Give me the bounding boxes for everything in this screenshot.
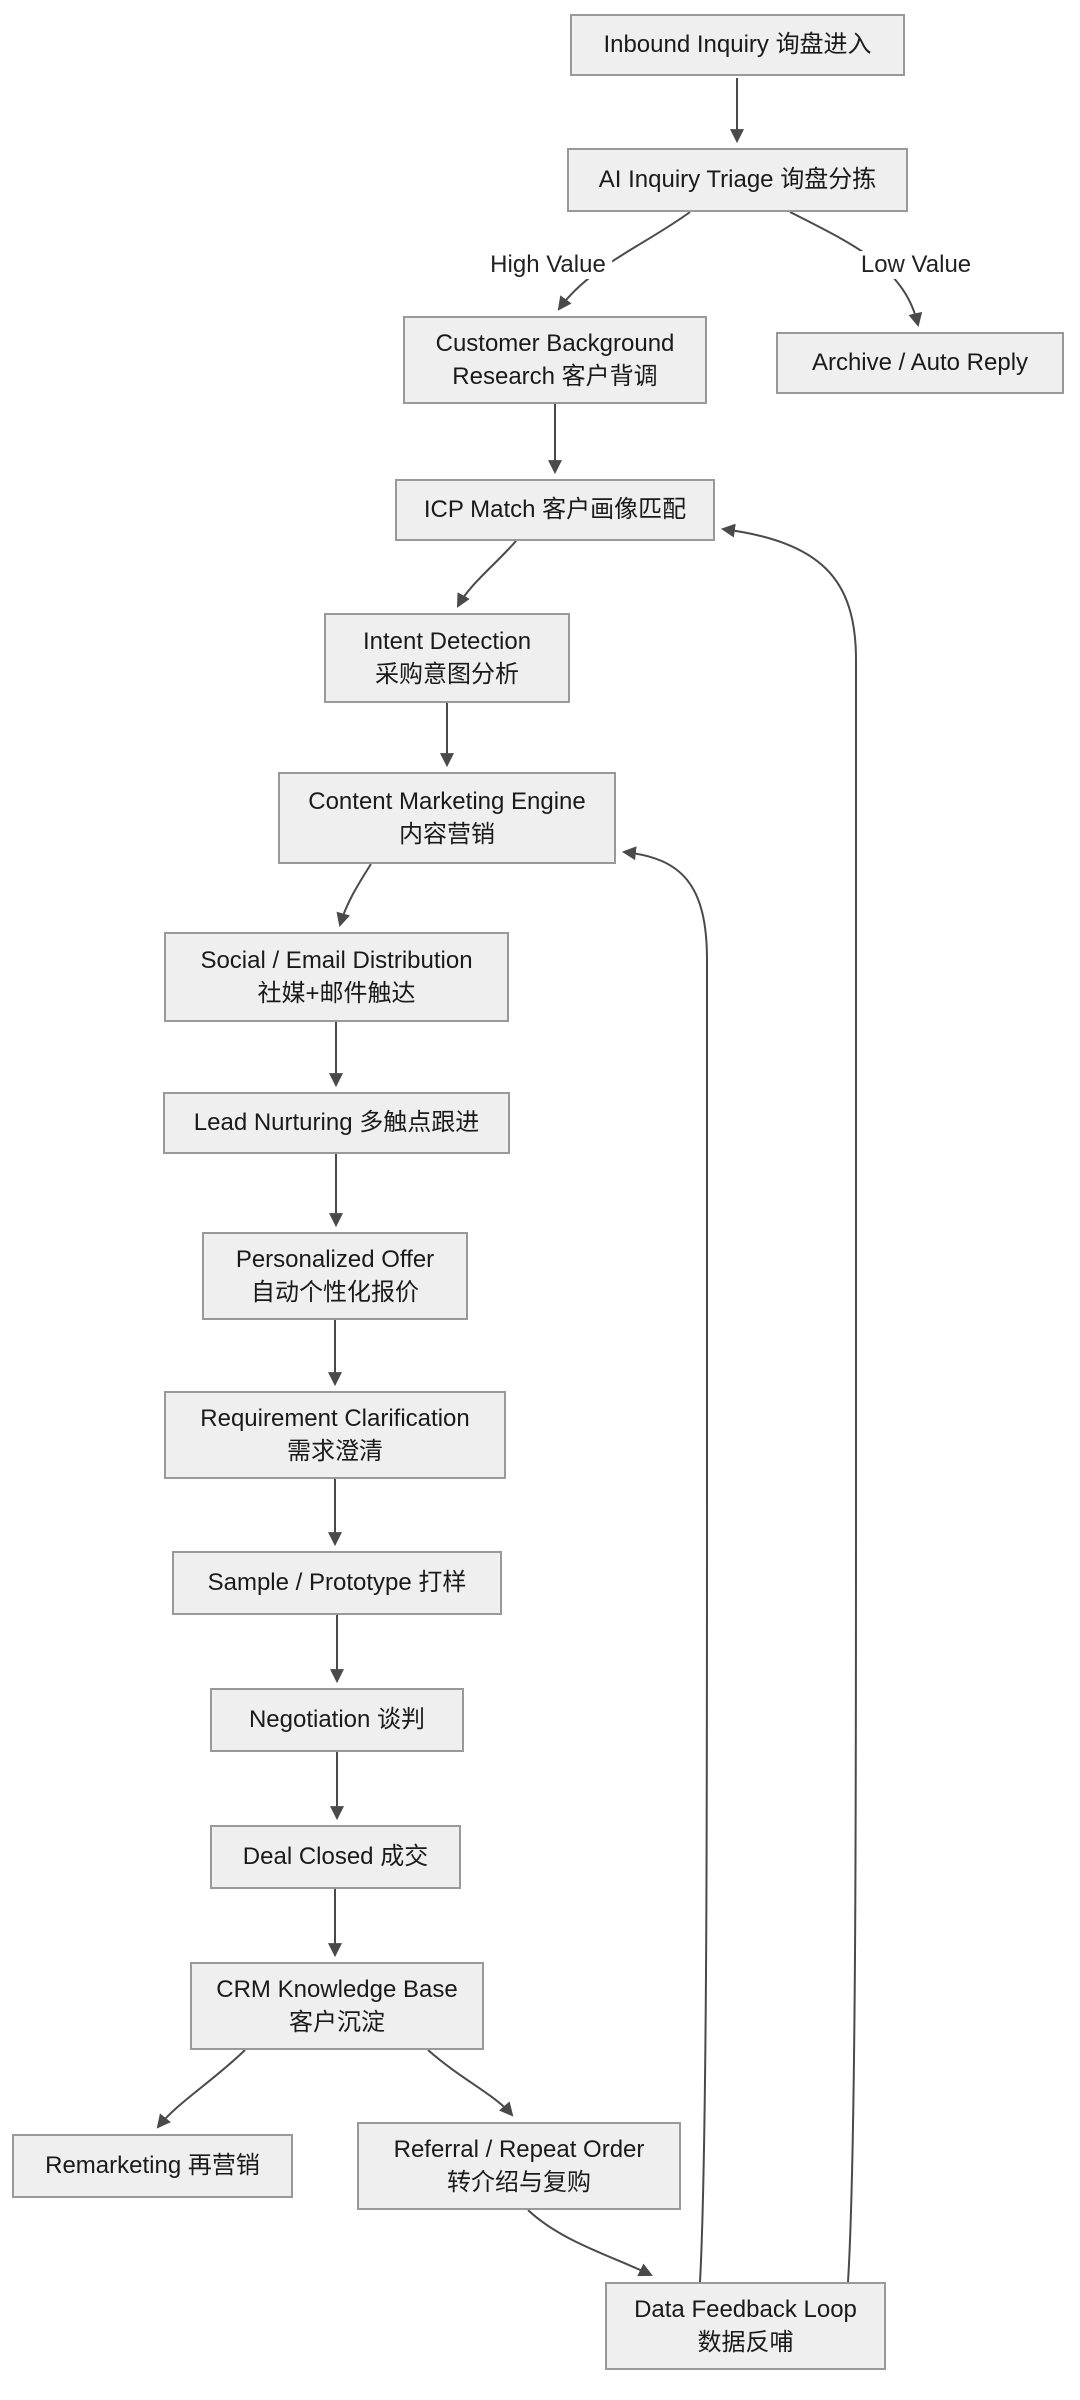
edge-label-low-value: Low Value: [854, 251, 978, 279]
edge-content-to-social: [336, 863, 372, 928]
node-crm-knowledge-base: CRM Knowledge Base 客户沉淀: [190, 1962, 484, 2050]
node-intent-detection: Intent Detection 采购意图分析: [324, 613, 570, 703]
node-label: Customer Background: [435, 329, 675, 357]
edge-icp-to-intent: [456, 540, 517, 608]
node-lead-nurturing: Lead Nurturing 多触点跟进: [163, 1092, 510, 1154]
node-label: 转介绍与复购: [447, 2169, 591, 2196]
node-label: Archive / Auto Reply: [811, 349, 1029, 377]
node-label: Social / Email Distribution: [200, 946, 473, 974]
node-label: Negotiation 谈判: [248, 1706, 426, 1734]
node-label: Sample / Prototype 打样: [207, 1569, 467, 1597]
node-label: 需求澄清: [287, 1438, 383, 1465]
node-customer-background-research: Customer Background Research 客户背调: [403, 316, 707, 404]
node-personalized-offer: Personalized Offer 自动个性化报价: [202, 1232, 468, 1320]
edge-referral-to-feedback: [527, 2209, 653, 2277]
node-icp-match: ICP Match 客户画像匹配: [395, 479, 715, 541]
node-label: 数据反哺: [697, 2329, 794, 2356]
node-label: Remarketing 再营销: [45, 2152, 260, 2180]
node-label: Deal Closed 成交: [242, 1843, 429, 1871]
edge-triage-to-background: [557, 211, 691, 311]
node-label: Requirement Clarification: [200, 1404, 470, 1432]
node-content-marketing-engine: Content Marketing Engine 内容营销: [278, 772, 616, 864]
node-label: Inbound Inquiry 询盘进入: [603, 31, 872, 59]
node-label: AI Inquiry Triage 询盘分拣: [598, 166, 877, 194]
node-inbound-inquiry: Inbound Inquiry 询盘进入: [570, 14, 905, 76]
edge-label-high-value: High Value: [484, 251, 612, 279]
node-label: 客户沉淀: [289, 2009, 385, 2036]
node-label: 采购意图分析: [375, 661, 519, 688]
node-remarketing: Remarketing 再营销: [12, 2134, 293, 2198]
node-sample-prototype: Sample / Prototype 打样: [172, 1551, 502, 1615]
edge-feedback-to-content: [621, 846, 708, 2283]
node-label: Research 客户背调: [452, 363, 658, 390]
node-label: Referral / Repeat Order: [393, 2135, 645, 2163]
node-label: Content Marketing Engine: [308, 787, 586, 815]
node-social-email-distribution: Social / Email Distribution 社媒+邮件触达: [164, 932, 509, 1022]
node-label: ICP Match 客户画像匹配: [423, 496, 687, 524]
node-requirement-clarification: Requirement Clarification 需求澄清: [164, 1391, 506, 1479]
node-label: Data Feedback Loop: [634, 2295, 857, 2323]
node-label: 内容营销: [399, 821, 495, 848]
node-label: Lead Nurturing 多触点跟进: [193, 1109, 480, 1137]
edge-feedback-to-icp: [720, 523, 857, 2283]
node-data-feedback-loop: Data Feedback Loop 数据反哺: [605, 2282, 886, 2370]
node-label: Personalized Offer: [235, 1245, 435, 1273]
edge-crm-to-referral: [427, 2049, 514, 2117]
node-archive-auto-reply: Archive / Auto Reply: [776, 332, 1064, 394]
edge-crm-to-remarketing: [156, 2049, 246, 2129]
node-label: Intent Detection: [362, 627, 532, 655]
node-label: 社媒+邮件触达: [257, 980, 416, 1007]
node-label: 自动个性化报价: [251, 1279, 419, 1306]
node-deal-closed: Deal Closed 成交: [210, 1825, 461, 1889]
node-label: CRM Knowledge Base: [216, 1975, 458, 2003]
node-negotiation: Negotiation 谈判: [210, 1688, 464, 1752]
node-referral-repeat-order: Referral / Repeat Order 转介绍与复购: [357, 2122, 681, 2210]
node-ai-inquiry-triage: AI Inquiry Triage 询盘分拣: [567, 148, 908, 212]
